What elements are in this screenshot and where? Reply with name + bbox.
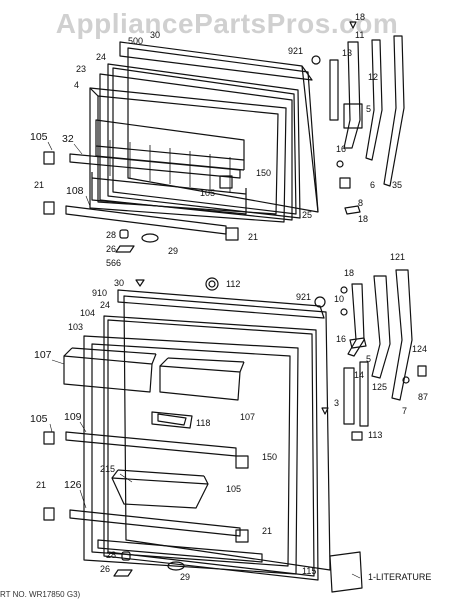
callout-29-top: 29: [168, 246, 178, 256]
callout-16-top: 16: [336, 144, 346, 154]
freezer-shelf-lower: [91, 172, 247, 215]
callout-labels: 18 11 30 500 24 921 13 12 23 4 5 105 32 …: [30, 12, 431, 582]
callout-literature: 1-LITERATURE: [368, 572, 431, 582]
footer-part-number: RT NO. WR17850 G3): [0, 590, 81, 599]
freezer-door-gasket: [99, 63, 301, 221]
callout-32: 32: [62, 133, 74, 145]
freezer-door-liner: [89, 87, 287, 223]
callout-126: 126: [64, 479, 82, 491]
callout-921-bottom: 921: [296, 292, 311, 302]
callout-107-left: 107: [34, 349, 52, 361]
fresh-food-door-gasket: [103, 315, 319, 581]
fresh-food-door-liner: [83, 335, 299, 575]
fresh-food-shelf-bucket: [111, 469, 209, 509]
callout-14: 14: [354, 370, 364, 380]
callout-105-bottom-left: 105: [30, 413, 48, 425]
callout-105-mid: 105: [200, 188, 215, 198]
callout-113: 113: [368, 430, 382, 440]
callout-87: 87: [418, 392, 428, 402]
callout-103: 103: [68, 322, 83, 332]
callout-28-top: 28: [106, 230, 116, 240]
callout-24-bottom: 24: [100, 300, 110, 310]
callout-105-top: 105: [30, 131, 48, 143]
fresh-food-hinge-parts: [314, 269, 427, 441]
callout-30-bottom: 30: [114, 278, 124, 288]
callout-150-top: 150: [256, 168, 271, 178]
callout-105-bottom: 105: [226, 484, 241, 494]
callout-500: 500: [128, 36, 143, 46]
callout-18-bottom: 18: [344, 268, 354, 278]
fresh-food-bottom-bar: [97, 539, 263, 563]
callout-23: 23: [76, 64, 86, 74]
dairy-compartment-left: [63, 347, 157, 393]
callout-4: 4: [74, 80, 79, 90]
callout-26-top: 26: [106, 244, 116, 254]
callout-6: 6: [370, 180, 375, 190]
freezer-small-parts: [115, 21, 357, 253]
fresh-food-door-panel: [117, 289, 331, 571]
leader-lines: [47, 141, 361, 579]
callout-21-bottom-right: 21: [262, 526, 272, 536]
callout-566: 566: [106, 258, 121, 268]
callout-18-top: 18: [355, 12, 365, 22]
callout-3: 3: [334, 398, 339, 408]
callout-16-bottom: 16: [336, 334, 346, 344]
literature-booklet: [329, 551, 363, 593]
callout-29-bottom: 29: [180, 572, 190, 582]
callout-18-mid: 18: [358, 214, 368, 224]
callout-107-right: 107: [240, 412, 255, 422]
callout-26-bottom: 26: [100, 564, 110, 574]
callout-108: 108: [66, 185, 84, 197]
freezer-door-panel: [119, 41, 319, 213]
callout-125: 125: [372, 382, 387, 392]
callout-5-top: 5: [366, 104, 371, 114]
freezer-shelf-clips: [43, 151, 239, 241]
callout-7: 7: [402, 406, 407, 416]
callout-24-top: 24: [96, 52, 106, 62]
callout-35: 35: [392, 180, 402, 190]
callout-104: 104: [80, 308, 95, 318]
callout-112: 112: [226, 279, 240, 289]
callout-921-top: 921: [288, 46, 303, 56]
callout-21-top-right: 21: [248, 232, 258, 242]
callout-121: 121: [390, 252, 405, 262]
freezer-shelf-bar-upper: [69, 153, 241, 179]
callout-13: 13: [342, 48, 352, 58]
callout-30-top: 30: [150, 30, 160, 40]
callout-8: 8: [358, 198, 363, 208]
callout-21-top-left: 21: [34, 180, 44, 190]
callout-910: 910: [92, 288, 107, 298]
callout-109: 109: [64, 411, 82, 423]
callout-21-bottom-left: 21: [36, 480, 46, 490]
callout-12: 12: [368, 72, 378, 82]
callout-25: 25: [302, 210, 312, 220]
callout-115: 115: [302, 566, 316, 576]
freezer-hinge-parts: [311, 35, 405, 215]
callout-11-top: 11: [355, 30, 364, 40]
callout-10: 10: [334, 294, 344, 304]
callout-118: 118: [196, 418, 210, 428]
dairy-compartment-right: [159, 357, 245, 401]
callout-5-bottom: 5: [366, 354, 371, 364]
fresh-food-shelf-clips: [43, 431, 249, 543]
callout-215: 215: [100, 464, 115, 474]
callout-28-bottom: 28: [106, 550, 116, 560]
fresh-food-shelf-bar-2: [69, 509, 241, 537]
fresh-food-small-parts: [113, 277, 219, 577]
egg-tray: [151, 411, 193, 429]
callout-124: 124: [412, 344, 427, 354]
callout-150-bottom: 150: [262, 452, 277, 462]
